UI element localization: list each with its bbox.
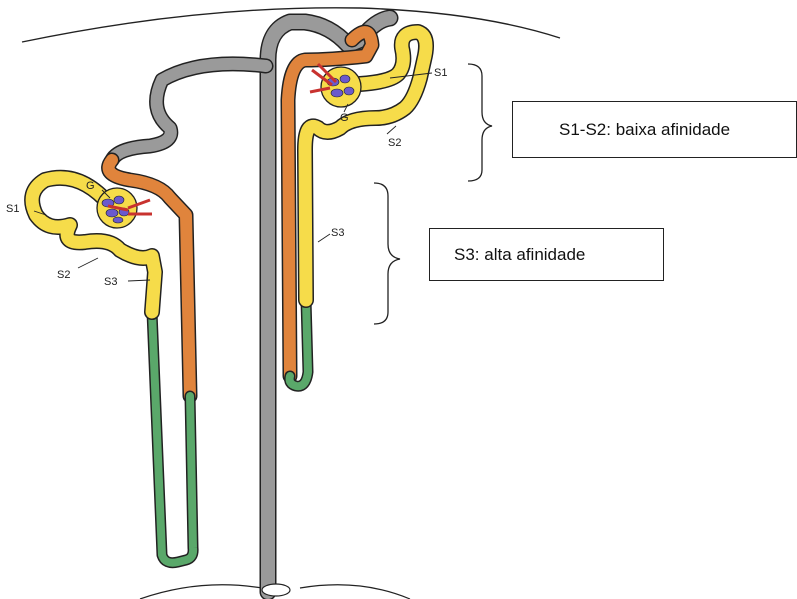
brace-s1-s2 xyxy=(468,64,492,181)
annotation-text-s3: S3: alta afinidade xyxy=(454,245,585,265)
annotation-box-s3: S3: alta afinidade xyxy=(429,228,664,281)
annotation-box-s1-s2: S1-S2: baixa afinidade xyxy=(512,101,797,158)
right-label-s1: S1 xyxy=(434,67,447,79)
right-label-s2: S2 xyxy=(388,137,401,149)
left-label-s2: S2 xyxy=(57,269,70,281)
right-label-g: G xyxy=(340,112,349,124)
leader-lines xyxy=(34,73,432,281)
left-label-g: G xyxy=(86,180,95,192)
left-nephron xyxy=(32,160,193,563)
left-label-s3: S3 xyxy=(104,276,117,288)
right-nephron xyxy=(288,32,426,386)
brace-s3 xyxy=(374,183,400,324)
right-label-s3: S3 xyxy=(331,227,344,239)
annotation-text-s1-s2: S1-S2: baixa afinidade xyxy=(559,120,730,140)
left-label-s1: S1 xyxy=(6,203,19,215)
